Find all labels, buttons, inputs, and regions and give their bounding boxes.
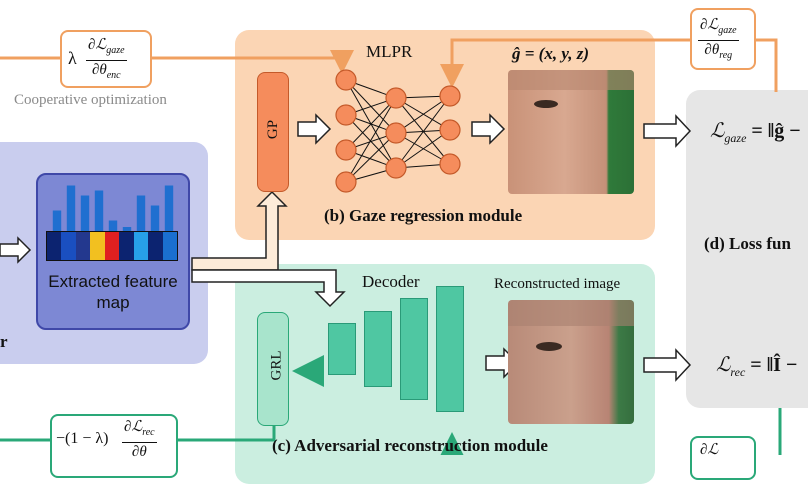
eq-numerator-sub: gaze xyxy=(106,45,125,56)
connector-lines xyxy=(0,38,782,455)
encoder-gradient-equation: λ ∂ℒgaze ∂θenc xyxy=(60,30,152,88)
feature-bar xyxy=(66,185,76,233)
recon-to-loss-arrow xyxy=(643,348,692,382)
decoder-layer-4 xyxy=(436,286,464,412)
feature-bar xyxy=(136,195,146,233)
input-arrow xyxy=(0,236,32,264)
feature-bar xyxy=(52,210,62,233)
mlpr-network xyxy=(335,69,461,193)
feature-bar xyxy=(94,190,104,233)
mlpr-to-gaze-arrow xyxy=(471,113,506,145)
feature-bar xyxy=(150,205,160,233)
loss-gaze-equation: ℒgaze = ‖ĝ − xyxy=(710,120,801,145)
decoder-layer-2 xyxy=(364,311,392,387)
loss-module-label: (d) Loss fun xyxy=(704,234,791,253)
gaze-to-loss-arrow xyxy=(643,114,692,148)
eq-denominator-sub: enc xyxy=(106,70,121,81)
grl-label: GRL xyxy=(268,350,285,381)
reconstructed-label: Reconstructed image xyxy=(494,276,621,292)
decoder-layer-1 xyxy=(328,323,356,375)
cooperative-label: Cooperative optimization xyxy=(14,92,167,108)
loss-rec-equation: ℒrec = ‖Î − xyxy=(716,354,798,379)
feature-bar xyxy=(80,195,90,233)
encoder-tail-label: r xyxy=(0,332,8,351)
reconstructed-face-image xyxy=(508,300,634,424)
feature-bar xyxy=(122,227,132,233)
feature-map-box: Extracted feature map xyxy=(36,173,190,330)
eq-numerator: ∂ℒ xyxy=(88,37,107,53)
regressor-gradient-equation: ∂ℒgaze ∂θreg xyxy=(690,8,756,70)
decoder-layer-3 xyxy=(400,298,428,400)
mlpr-label: MLPR xyxy=(366,42,413,61)
feature-to-gp-arrow xyxy=(191,190,288,271)
feature-bar xyxy=(164,185,174,233)
feature-bars xyxy=(52,185,174,233)
feature-to-decoder-arrow xyxy=(191,269,346,308)
bottom-right-equation: ∂ℒ xyxy=(690,436,756,480)
loss-function-panel xyxy=(686,90,808,408)
feature-strip xyxy=(46,231,178,261)
gp-label: GP xyxy=(265,119,282,140)
eq-denominator: ∂θ xyxy=(91,62,107,78)
rec-eq-prefix: −(1 − λ) xyxy=(56,430,109,447)
recon-module-label: (c) Adversarial reconstruction module xyxy=(272,436,548,455)
feature-bar xyxy=(108,220,118,233)
gaze-module-label: (b) Gaze regression module xyxy=(324,206,523,225)
gp-to-mlpr-arrow xyxy=(297,113,332,145)
gp-block: GP xyxy=(257,72,289,192)
rec-gradient-equation: −(1 − λ) ∂ℒrec ∂θ xyxy=(50,414,178,478)
gaze-face-image xyxy=(508,70,634,194)
gaze-output-label: ĝ = (x, y, z) xyxy=(512,44,590,63)
feature-map-label: Extracted feature map xyxy=(48,272,178,312)
lambda-symbol: λ xyxy=(68,48,77,68)
grl-block: GRL xyxy=(257,312,289,426)
decoder-label: Decoder xyxy=(362,272,420,291)
